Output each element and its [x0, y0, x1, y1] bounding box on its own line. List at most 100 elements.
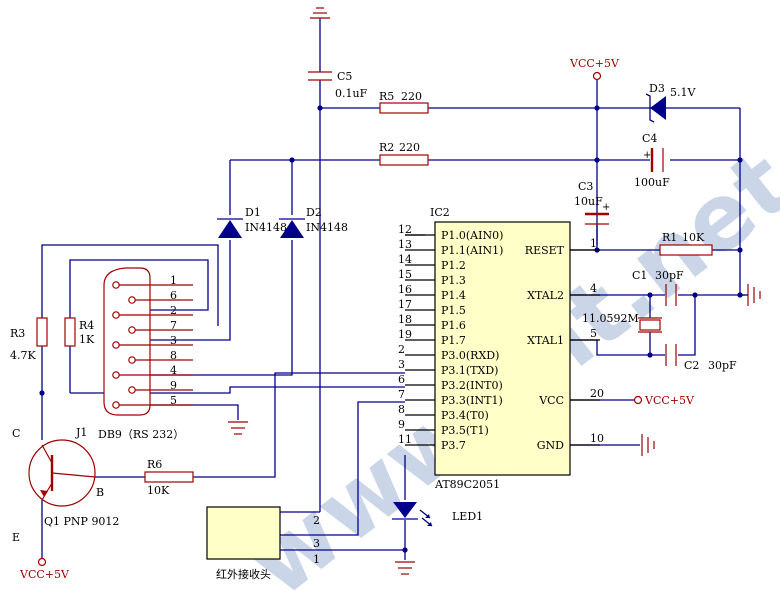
r6-value: 10K	[147, 484, 170, 497]
crystal-value: 11.0592M	[582, 312, 639, 325]
ic-pin-number: 5	[590, 327, 597, 340]
ground-symbol-gnd-pin	[641, 434, 655, 456]
db9-label: DB9（RS 232）	[98, 428, 184, 441]
c3-value: 10uF	[574, 195, 603, 208]
led-led1	[392, 502, 433, 527]
r1-value: 10K	[682, 231, 705, 244]
resistor-r5	[379, 102, 429, 114]
ic-pin-number: 19	[398, 328, 412, 341]
q1-emitter-label: E	[12, 531, 20, 544]
ic-part-name: AT89C2051	[434, 478, 500, 491]
ic-pin-number: 10	[590, 432, 604, 445]
led1-label: LED1	[452, 510, 483, 523]
db9-pin-number: 5	[170, 394, 177, 407]
c5-label: C5	[337, 70, 352, 83]
db9-pin-number: 4	[170, 364, 177, 377]
c4-value: 100uF	[634, 176, 670, 189]
ic-pin-name: P3.3(INT1)	[441, 394, 503, 407]
d3-value: 5.1V	[670, 86, 696, 99]
svg-text:+: +	[643, 150, 651, 161]
resistor-r1	[659, 244, 713, 256]
ic-pin-name: RESET	[525, 244, 565, 257]
db9-pin-number: 8	[170, 349, 177, 362]
c2-value: 30pF	[708, 359, 737, 372]
ic-pin-number: 11	[398, 433, 412, 446]
ic-pin-name: P3.2(INT0)	[441, 379, 503, 392]
r3-label: R3	[10, 327, 25, 340]
crystal-oscillator	[638, 317, 662, 333]
ir-receiver	[206, 506, 281, 560]
ic-pin-number: 14	[398, 253, 412, 266]
d1-value: IN4148	[245, 221, 287, 234]
ic-pin-number: 1	[590, 237, 597, 250]
ic-pin-name: P1.1(AIN1)	[441, 244, 503, 257]
ic-pin-number: 7	[398, 388, 405, 401]
r3-value: 4.7K	[10, 349, 36, 362]
vcc-terminal-right	[633, 395, 643, 405]
svg-text:+: +	[602, 202, 610, 213]
vcc-label-right: VCC+5V	[644, 394, 695, 407]
q1-collector-label: C	[12, 427, 20, 440]
r1-label: R1	[662, 231, 677, 244]
capacitor-c1	[665, 284, 677, 306]
ic-pin-number: 13	[398, 238, 412, 251]
ic-pin-number: 20	[590, 387, 604, 400]
diode-d1	[217, 218, 243, 238]
resistor-r3	[36, 317, 48, 347]
ic-pin-number: 18	[398, 313, 412, 326]
ic-pin-name: P1.3	[441, 274, 466, 287]
ir-pin-2: 2	[313, 514, 320, 527]
r4-value: 1K	[79, 333, 95, 346]
q1-label: Q1 PNP 9012	[44, 515, 119, 528]
ic-pin-name: P1.4	[441, 289, 466, 302]
c5-value: 0.1uF	[335, 87, 368, 100]
c1-value: 30pF	[655, 269, 684, 282]
c2-label: C2	[684, 359, 699, 372]
capacitor-c2	[665, 344, 677, 366]
db9-pin-number: 3	[170, 334, 177, 347]
resistor-r4	[64, 317, 76, 347]
ic-pin-number: 9	[398, 418, 405, 431]
vcc-label-bottom: VCC+5V	[19, 568, 70, 581]
db9-pin-number: 7	[170, 319, 177, 332]
zener-diode-d3	[645, 93, 666, 123]
c1-label: C1	[632, 269, 647, 282]
ic-pin-number: 8	[398, 403, 405, 416]
ic-pin-number: 2	[398, 343, 405, 356]
r5-value: 220	[401, 90, 422, 103]
db9-pin-number: 2	[170, 304, 177, 317]
ground-symbol-bottom	[395, 561, 415, 575]
d1-label: D1	[245, 206, 261, 219]
capacitor-c3: +	[585, 202, 610, 225]
wires	[41, 18, 745, 560]
resistor-r2	[379, 154, 429, 166]
capacitor-c5	[308, 71, 332, 81]
ic-pin-name: P3.4(T0)	[441, 409, 489, 422]
r4-label: R4	[79, 319, 94, 332]
c4-label: C4	[642, 132, 657, 145]
j1-label: J1	[75, 426, 87, 439]
c3-label: C3	[578, 180, 593, 193]
d3-label: D3	[649, 82, 665, 95]
ic-pin-name: P3.5(T1)	[441, 424, 489, 437]
ic-pin-number: 15	[398, 268, 412, 281]
db9-pin-number: 1	[170, 274, 177, 287]
ic-pin-name: VCC	[538, 394, 564, 407]
ic-pin-number: 3	[398, 358, 405, 371]
transistor-q1	[28, 439, 96, 507]
resistor-r6	[144, 471, 194, 483]
ic-pin-name: XTAL2	[527, 289, 564, 302]
ic-pin-name: P1.6	[441, 319, 466, 332]
ic-at89c2051	[434, 221, 571, 476]
ic-pin-name: P3.0(RXD)	[441, 349, 499, 362]
ground-symbol-db9	[228, 421, 248, 435]
ic-pin-number: 12	[398, 223, 412, 236]
d2-label: D2	[306, 206, 322, 219]
q1-base-label: B	[96, 486, 104, 499]
r2-label: R2	[379, 141, 394, 154]
ground-symbol-right	[740, 284, 761, 306]
ic-pin-name: XTAL1	[527, 334, 564, 347]
